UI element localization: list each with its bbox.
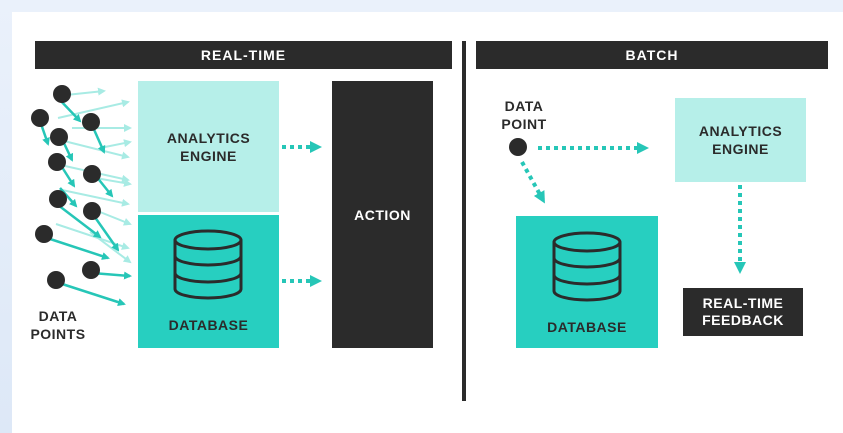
realtime-database-label: DATABASE [168,317,249,333]
batch-data-point [509,138,527,156]
action-box: ACTION [332,81,433,348]
batch-header: BATCH [476,41,828,69]
realtime-analytics-engine: ANALYTICS ENGINE [138,81,279,212]
realtime-database-icon [173,229,243,300]
data-points-label: DATA POINTS [30,308,86,342]
section-divider [462,41,466,401]
realtime-data-points [31,85,101,289]
realtime-header: REAL-TIME [35,41,452,69]
batch-database-icon [552,231,622,302]
batch-database-box [516,216,658,348]
realtime-feedback-box: REAL-TIME FEEDBACK [683,288,803,336]
realtime-data-arrows [38,97,132,306]
data-point-label: DATA POINT [501,98,547,132]
batch-flow-arrows [520,142,746,274]
batch-database-label: DATABASE [547,319,627,335]
realtime-to-action-arrows [282,141,322,287]
batch-analytics-engine: ANALYTICS ENGINE [675,98,806,182]
